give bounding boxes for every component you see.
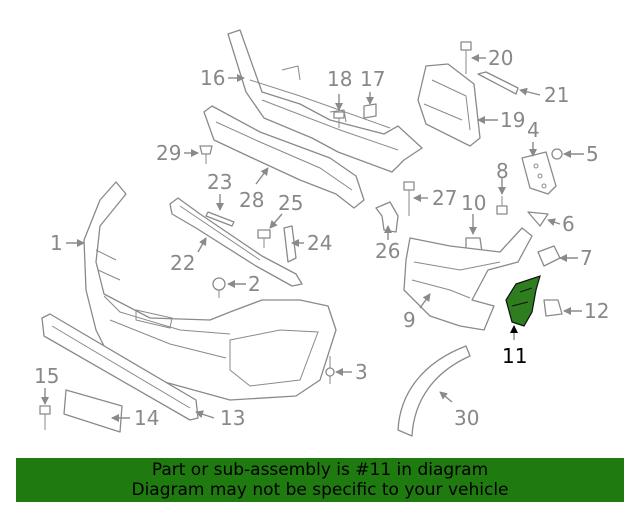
part-25-bolt — [257, 229, 271, 248]
part-26-bracket — [375, 201, 399, 233]
part-16-bumper-reinforcement — [227, 29, 423, 173]
callout-30: 30 — [454, 406, 479, 430]
part-5-screw — [551, 148, 563, 160]
callout-14: 14 — [134, 406, 159, 430]
callout-27: 27 — [432, 186, 457, 210]
part-12-clip — [543, 299, 563, 317]
callout-5: 5 — [586, 142, 599, 166]
callout-21: 21 — [544, 83, 569, 107]
callout-20: 20 — [488, 46, 513, 70]
part-29-pushpin — [199, 145, 213, 164]
callout-3: 3 — [355, 360, 368, 384]
callout-10: 10 — [461, 191, 486, 215]
part-28-bracket — [203, 105, 365, 209]
callout-15: 15 — [34, 364, 59, 388]
part-8-bolt — [496, 196, 508, 215]
callout-24: 24 — [307, 231, 332, 255]
callout-13: 13 — [220, 406, 245, 430]
part-14-plate-bracket — [63, 389, 123, 433]
callout-2: 2 — [248, 272, 261, 296]
leader-lines — [41, 54, 584, 422]
part-1-bumper-cover — [83, 181, 337, 401]
callout-9: 9 — [403, 308, 416, 332]
callout-7: 7 — [580, 246, 593, 270]
part-4-mount-plate — [521, 151, 557, 195]
banner-line-part-number: Part or sub-assembly is #11 in diagram — [151, 460, 489, 480]
callout-12: 12 — [584, 299, 609, 323]
banner-line-disclaimer: Diagram may not be specific to your vehi… — [131, 480, 509, 500]
part-9-bracket-carrier — [403, 227, 533, 331]
part-7-clip — [537, 245, 561, 267]
callout-29: 29 — [156, 141, 181, 165]
callout-19: 19 — [500, 108, 525, 132]
part-11-highlighted-bracket — [505, 275, 541, 327]
part-18-bolt — [333, 111, 345, 128]
info-banner: Part or sub-assembly is #11 in diagram D… — [16, 458, 624, 502]
callout-23: 23 — [207, 170, 232, 194]
callout-4: 4 — [527, 118, 540, 142]
callout-18: 18 — [327, 67, 352, 91]
part-24-bracket — [283, 225, 297, 263]
part-30-wheel-arch-trim — [397, 345, 471, 437]
part-23-bracket — [205, 211, 235, 227]
part-3-stud — [325, 356, 335, 384]
part-17-clip — [363, 103, 377, 119]
part-2-clip — [212, 277, 226, 298]
callout-22: 22 — [170, 251, 195, 275]
part-15-bolt — [39, 405, 51, 430]
callout-11-highlighted: 11 — [502, 344, 527, 368]
callout-28: 28 — [239, 188, 264, 212]
callout-1: 1 — [50, 231, 63, 255]
part-22-support-bar — [169, 197, 303, 287]
callout-25: 25 — [278, 191, 303, 215]
part-21-trim-strip — [477, 71, 519, 95]
callout-26: 26 — [375, 239, 400, 263]
part-19-air-duct — [417, 63, 481, 147]
part-20-bolt — [460, 41, 472, 74]
part-27-bolt — [403, 181, 415, 216]
callout-8: 8 — [496, 159, 509, 183]
callout-labels: 1 2 3 4 5 6 7 8 9 10 11 12 13 14 15 16 1… — [34, 46, 609, 430]
callout-6: 6 — [562, 212, 575, 236]
callout-17: 17 — [360, 67, 385, 91]
part-6-clip — [527, 211, 549, 227]
callout-16: 16 — [200, 66, 225, 90]
